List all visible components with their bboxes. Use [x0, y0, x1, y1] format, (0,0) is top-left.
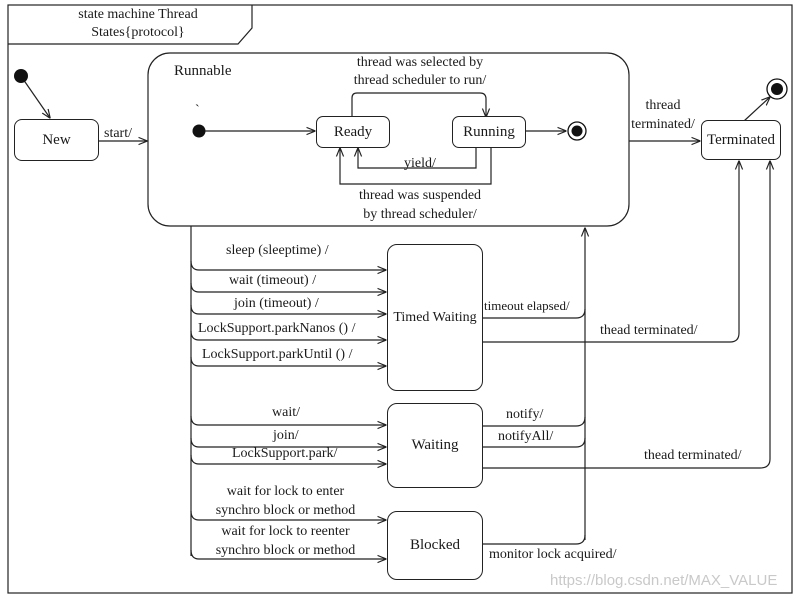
state-blocked-label: Blocked [410, 537, 460, 553]
initial-node [14, 69, 28, 83]
join-timeout-arrow [190, 304, 386, 314]
park-until-arrow [190, 356, 386, 366]
wait-timeout-label: wait (timeout) / [229, 273, 317, 288]
join-timeout-label: join (timeout) / [234, 296, 319, 311]
sleep-arrow [190, 260, 386, 270]
inner-initial-node [192, 124, 206, 138]
wait-arrow [190, 415, 386, 425]
monitor-acquired-arrow [483, 534, 586, 545]
w-terminated-arrow [483, 161, 770, 469]
timeout-elapsed-arrow [483, 308, 586, 319]
park-until-label: LockSupport.parkUntil () / [202, 347, 353, 362]
state-ready-label: Ready [333, 123, 373, 140]
state-running-label: Running [463, 123, 515, 140]
terminated-label: thread terminated/ [621, 98, 705, 133]
suspended-label: thread was suspended by thread scheduler… [330, 188, 510, 223]
notify-label: notify/ [506, 407, 544, 422]
frame-title: state machine Thread States{protocol} [40, 6, 236, 42]
state-new: New [14, 119, 99, 161]
terminated-to-final-arrow [743, 97, 770, 122]
notify-arrow [483, 416, 586, 427]
terminated-label-line-1: thread [645, 98, 681, 113]
final-node [766, 78, 788, 100]
sleep-label: sleep (sleeptime) / [226, 243, 329, 258]
park-nanos-arrow [190, 330, 386, 340]
notify-all-arrow [483, 437, 586, 448]
outer-frame [7, 4, 793, 594]
park-nanos-label: LockSupport.parkNanos () / [198, 321, 356, 336]
frame-title-tab [8, 5, 253, 45]
join-label: join/ [273, 428, 299, 443]
suspended-label-line-1: thread was suspended [358, 188, 482, 203]
state-new-label: New [42, 131, 71, 148]
selected-label-line-1: thread was selected by [356, 55, 484, 70]
state-timed-waiting-label: Timed Waiting [393, 309, 477, 325]
monitor-acquired-label: monitor lock acquired/ [489, 547, 617, 562]
lock-enter-arrow [190, 510, 386, 520]
lock-reenter-label: wait for lock to reenter synchro block o… [198, 524, 373, 559]
tw-terminated-label: thead terminated/ [600, 323, 698, 338]
start-label: start/ [104, 126, 132, 141]
state-terminated-label: Terminated [706, 131, 776, 148]
park-arrow [190, 454, 386, 464]
lock-enter-label: wait for lock to enter synchro block or … [198, 484, 373, 519]
initial-to-new-arrow [22, 78, 50, 118]
state-blocked: Blocked [387, 511, 483, 580]
lock-reenter-label-line-2: synchro block or method [215, 543, 356, 558]
frame-title-line-2: States{protocol} [91, 25, 185, 40]
wait-timeout-arrow [190, 282, 386, 292]
yield-label: yield/ [404, 156, 436, 171]
suspended-label-line-2: by thread scheduler/ [363, 207, 477, 222]
selected-arrow [351, 92, 486, 118]
lock-enter-label-line-1: wait for lock to enter [226, 484, 345, 499]
inner-final-node [567, 121, 587, 141]
join-arrow [190, 437, 386, 447]
stray-mark: ` [195, 103, 200, 118]
w-terminated-label: thead terminated/ [644, 448, 742, 463]
lock-reenter-arrow [190, 549, 386, 559]
state-running: Running [452, 116, 526, 148]
lock-enter-label-line-2: synchro block or method [215, 503, 356, 518]
runnable-composite [147, 52, 630, 227]
state-terminated: Terminated [701, 120, 781, 160]
selected-label: thread was selected by thread scheduler … [330, 55, 510, 89]
park-label: LockSupport.park/ [232, 446, 338, 461]
state-waiting: Waiting [387, 403, 483, 488]
watermark: https://blog.csdn.net/MAX_VALUE [550, 572, 778, 589]
wait-label: wait/ [272, 405, 300, 420]
state-ready: Ready [316, 116, 390, 148]
selected-label-line-2: thread scheduler to run/ [353, 73, 487, 88]
terminated-label-line-2: terminated/ [631, 117, 695, 132]
tw-terminated-arrow [483, 161, 739, 343]
state-timed-waiting: Timed Waiting [387, 244, 483, 391]
notify-all-label: notifyAll/ [498, 429, 554, 444]
timeout-elapsed-label: timeout elapsed/ [484, 298, 570, 313]
yield-arrow [358, 148, 477, 169]
frame-title-line-1: state machine Thread [78, 7, 198, 22]
suspended-arrow [340, 148, 492, 185]
state-waiting-label: Waiting [411, 437, 459, 453]
lock-reenter-label-line-1: wait for lock to reenter [221, 524, 350, 539]
runnable-label: Runnable [174, 63, 232, 79]
